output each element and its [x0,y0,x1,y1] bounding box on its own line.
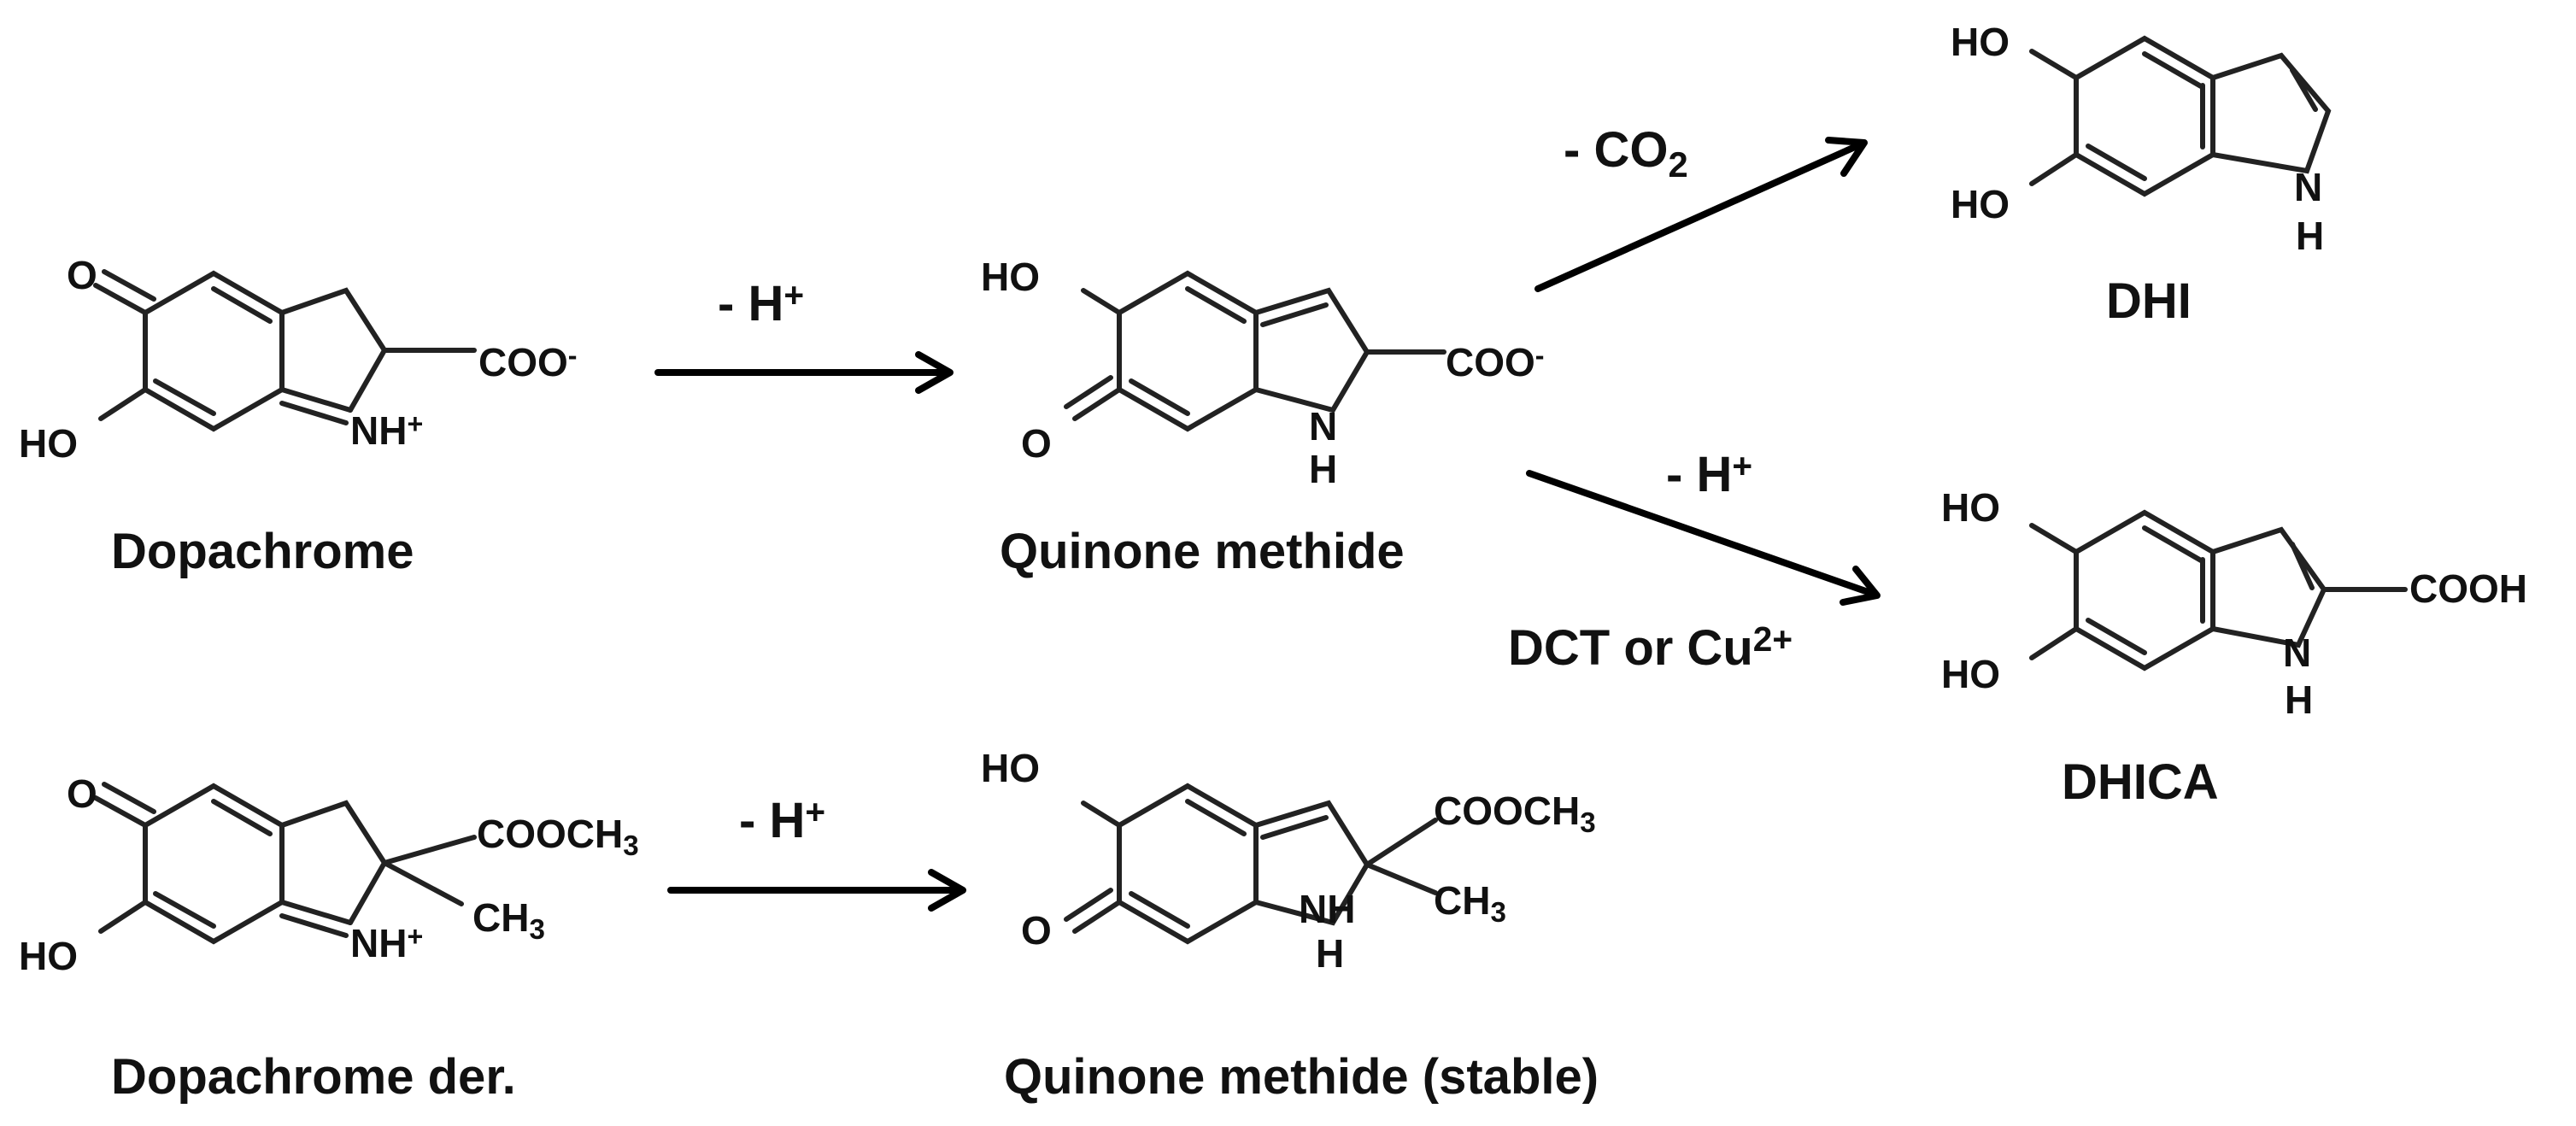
condition-deprotonation-1: - H+ [718,275,804,331]
dhica-structure: HO HO N H COOH [1941,485,2527,722]
dhica-n-label: N [2283,630,2311,675]
dopachrome-iminium-label: NH+ [350,408,423,453]
reaction-arrow-tautomerization [1526,470,1881,606]
dopachrome-structure: O HO NH+ COO- [19,253,578,466]
quinone-methide-oxo-label: O [1021,421,1052,466]
quinone-methide-stable-structure: HO O NH H COOCH3 CH3 [981,746,1596,976]
dhi-hydroxyl-5-label: HO [1951,20,2010,64]
quinone-methide-stable-ester-label: COOCH3 [1434,789,1596,839]
dopachrome-oxo-label: O [67,253,97,297]
dopachrome-derivative-methyl-label: CH3 [472,895,545,946]
quinone-methide-stable-name: Quinone methide (stable) [1004,1049,1599,1105]
reaction-arrow-deprotonation-1 [654,351,954,394]
reaction-arrow-decarboxylation [1534,137,1868,292]
quinone-methide-hydroxyl-label: HO [981,255,1040,299]
dopachrome-derivative-oxo-label: O [67,771,97,816]
dhi-n-label: N [2294,165,2322,209]
condition-deprotonation-3: - H+ [739,792,825,848]
quinone-methide-nh-label: N [1309,404,1337,449]
quinone-methide-stable-hydroxyl-label: HO [981,746,1040,790]
dhica-hydroxyl-5-label: HO [1941,485,2000,530]
quinone-methide-stable-oxo-label: O [1021,908,1052,953]
quinone-methide-stable-methyl-label: CH3 [1434,878,1506,929]
quinone-methide-structure: HO O N H COO- [981,255,1545,491]
reaction-arrow-deprotonation-3 [667,869,966,912]
dopachrome-hydroxyl-label: HO [19,421,78,466]
condition-enzyme-or-copper: DCT or Cu2+ [1508,619,1793,676]
dhi-hydroxyl-6-label: HO [1951,182,2010,226]
dhica-name: DHICA [2062,754,2219,810]
dopachrome-name: Dopachrome [111,524,414,579]
dhi-h-label: H [2296,214,2324,258]
dopachrome-derivative-name: Dopachrome der. [111,1049,516,1105]
dhica-hydroxyl-6-label: HO [1941,652,2000,696]
condition-deprotonation-2: - H+ [1666,446,1752,502]
dhica-carboxyl-label: COOH [2409,566,2527,611]
dopachrome-derivative-ester-label: COOCH3 [477,812,639,862]
quinone-methide-h-label: H [1309,447,1337,491]
dopachrome-carboxylate-label: COO- [478,340,578,384]
dhi-name: DHI [2106,273,2192,329]
dopachrome-derivative-hydroxyl-label: HO [19,934,78,978]
quinone-methide-carboxylate-label: COO- [1446,340,1545,384]
dhi-structure: HO HO N H [1951,20,2332,258]
dopachrome-derivative-iminium-label: NH+ [350,921,423,965]
quinone-methide-stable-nh-label: NH [1299,887,1355,931]
condition-decarboxylation: - CO2 [1564,122,1688,185]
quinone-methide-stable-h-label: H [1316,931,1344,976]
dopachrome-derivative-structure: O HO NH+ COOCH3 CH3 [19,771,639,978]
quinone-methide-name: Quinone methide [1000,524,1405,579]
dhica-h-label: H [2285,677,2313,722]
